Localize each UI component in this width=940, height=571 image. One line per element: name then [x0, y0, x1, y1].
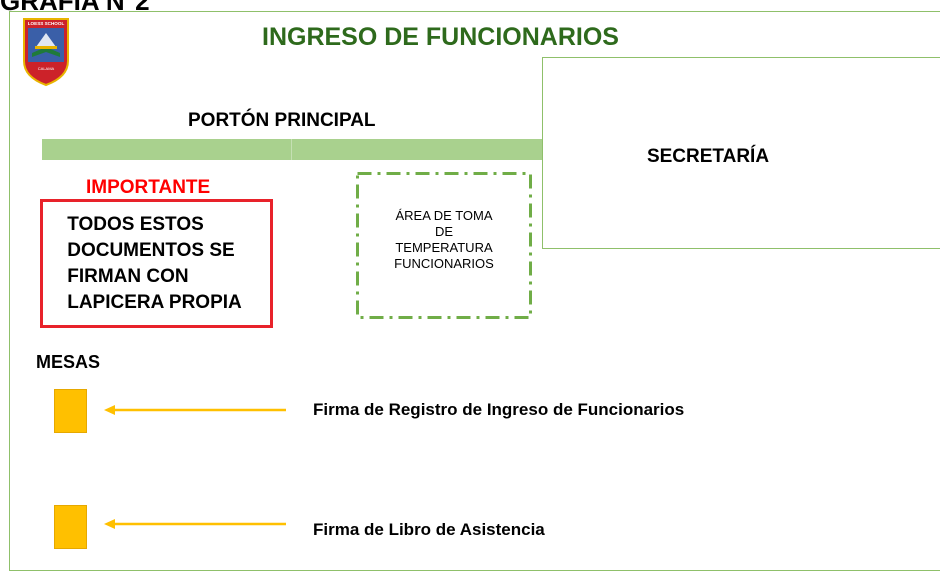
temperature-area-border	[356, 172, 532, 319]
porton-principal-label: PORTÓN PRINCIPAL	[188, 110, 376, 131]
table-1-label: Firma de Registro de Ingreso de Funciona…	[313, 400, 685, 419]
temperature-area: ÁREA DE TOMA DE TEMPERATURA FUNCIONARIOS	[356, 172, 532, 319]
importante-label: IMPORTANTE	[86, 177, 211, 198]
notice-line: DOCUMENTOS SE	[67, 239, 235, 261]
temperature-line: TEMPERATURA	[395, 240, 493, 255]
notice-line: FIRMAN CON	[67, 265, 189, 287]
table-2-label: Firma de Libro de Asistencia	[313, 520, 545, 539]
arrow-left-icon	[104, 519, 286, 529]
temperature-area-text: ÁREA DE TOMA DE TEMPERATURA FUNCIONARIOS	[356, 208, 532, 272]
school-logo: LOESS SCHOOL CALAMA	[23, 18, 69, 87]
arrow-left-icon	[104, 405, 286, 415]
porton-bar	[42, 139, 562, 160]
mesas-label: MESAS	[36, 352, 101, 372]
notice-box: TODOS ESTOS DOCUMENTOS SE FIRMAN CON LAP…	[40, 199, 273, 328]
notice-text: TODOS ESTOS DOCUMENTOS SE FIRMAN CON LAP…	[57, 212, 256, 316]
table-1	[54, 389, 87, 433]
page-title: INGRESO DE FUNCIONARIOS	[262, 23, 619, 51]
secretaria-label: SECRETARÍA	[646, 146, 770, 167]
notice-line: TODOS ESTOS	[67, 213, 204, 235]
logo-bottom-text: CALAMA	[38, 66, 55, 71]
secretaria-area: SECRETARÍA	[542, 57, 940, 249]
table-2	[54, 505, 87, 549]
temperature-line: FUNCIONARIOS	[394, 256, 494, 271]
notice-line: LAPICERA PROPIA	[67, 291, 242, 313]
porton-bar-divider	[291, 139, 292, 160]
top-heading: GRAFIA N°2	[0, 0, 150, 16]
temperature-line: DE	[434, 224, 454, 239]
logo-top-text: LOESS SCHOOL	[28, 21, 65, 26]
temperature-line: ÁREA DE TOMA	[395, 208, 493, 223]
